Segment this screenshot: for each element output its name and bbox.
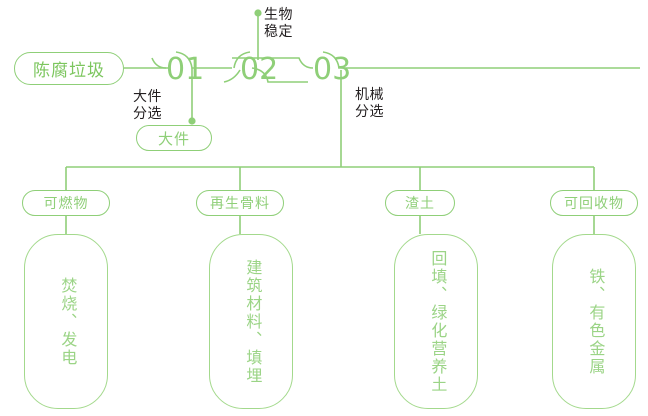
arc-02-lower-right bbox=[251, 67, 308, 83]
step-label-03: 机械 分选 bbox=[355, 86, 384, 119]
destination-box-recyclables[interactable]: 铁、有色金属 bbox=[552, 234, 636, 409]
intermediate-node-bulky[interactable]: 大件 bbox=[136, 125, 212, 151]
step-label-01: 大件 分选 bbox=[133, 88, 162, 121]
output-pill-residue-soil[interactable]: 渣土 bbox=[385, 190, 455, 216]
destination-box-combustibles[interactable]: 焚烧、发电 bbox=[24, 234, 108, 409]
destination-text-residue-soil: 回填、绿化营养土 bbox=[428, 249, 446, 394]
output-pill-recyclables[interactable]: 可回收物 bbox=[550, 190, 638, 216]
destination-box-recycled-aggregate[interactable]: 建筑材料、填埋 bbox=[209, 234, 293, 409]
destination-text-recyclables: 铁、有色金属 bbox=[586, 267, 604, 376]
source-node[interactable]: 陈腐垃圾 bbox=[14, 52, 124, 85]
step-label-02: 生物 稳定 bbox=[264, 6, 293, 39]
arc-02-tail bbox=[223, 69, 241, 83]
destination-text-recycled-aggregate: 建筑材料、填埋 bbox=[243, 258, 261, 385]
branch-dot-01 bbox=[188, 117, 196, 125]
step-number-01[interactable]: 01 bbox=[166, 52, 205, 87]
arc-03-upper bbox=[322, 51, 640, 69]
arc-02-upper bbox=[233, 51, 251, 69]
branch-dot-02 bbox=[254, 9, 262, 17]
arc-03-lower-left bbox=[232, 57, 314, 69]
destination-text-combustibles: 焚烧、发电 bbox=[58, 276, 76, 367]
destination-box-residue-soil[interactable]: 回填、绿化营养土 bbox=[394, 234, 478, 409]
arc-01-lower bbox=[151, 57, 167, 69]
output-pill-combustibles[interactable]: 可燃物 bbox=[22, 190, 110, 216]
step-number-02[interactable]: 02 bbox=[240, 52, 279, 87]
arc-01-upper bbox=[175, 51, 232, 69]
output-pill-recycled-aggregate[interactable]: 再生骨料 bbox=[196, 190, 284, 216]
step-number-03[interactable]: 03 bbox=[313, 52, 352, 87]
